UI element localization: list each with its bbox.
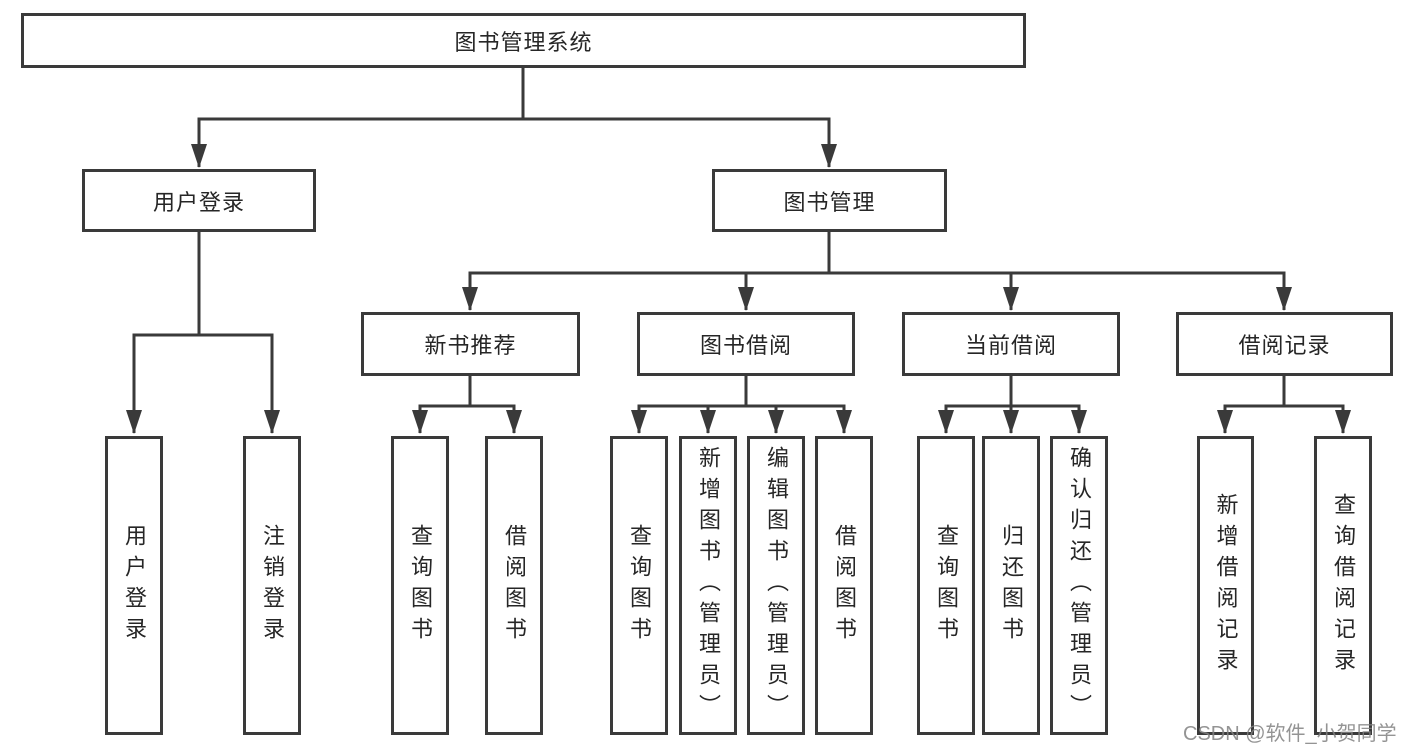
leaf-records-query-record: 查询借阅记录 [1314, 436, 1372, 735]
leaf-user-login: 用户登录 [105, 436, 163, 735]
connector-records-to-leaves [1217, 375, 1351, 434]
connector-user-login-to-leaves [126, 231, 280, 434]
node-root: 图书管理系统 [21, 13, 1026, 68]
leaf-user-login-label: 用户登录 [122, 523, 147, 648]
leaf-current-query-books: 查询图书 [917, 436, 975, 735]
node-borrow-records-label: 借阅记录 [1238, 333, 1331, 358]
node-user-login: 用户登录 [82, 169, 316, 232]
connector-current-to-leaves [938, 375, 1087, 434]
leaf-current-confirm-return-admin-label: 确认归还（管理员） [1067, 446, 1092, 725]
node-root-label: 图书管理系统 [454, 29, 593, 55]
leaf-logout: 注销登录 [243, 436, 301, 735]
leaf-recommend-borrow-books: 借阅图书 [485, 436, 543, 735]
node-new-book-recommend: 新书推荐 [361, 312, 580, 376]
node-current-borrow: 当前借阅 [902, 312, 1120, 376]
leaf-borrow-borrow-books: 借阅图书 [815, 436, 873, 735]
leaf-current-confirm-return-admin: 确认归还（管理员） [1050, 436, 1108, 735]
connector-recommend-to-leaves [412, 375, 522, 434]
leaf-current-return-books-label: 归还图书 [999, 523, 1024, 648]
leaf-recommend-query-books: 查询图书 [391, 436, 449, 735]
node-book-borrow: 图书借阅 [637, 312, 855, 376]
leaf-records-query-record-label: 查询借阅记录 [1331, 492, 1356, 679]
leaf-recommend-borrow-books-label: 借阅图书 [502, 523, 527, 648]
node-current-borrow-label: 当前借阅 [964, 333, 1057, 358]
leaf-current-return-books: 归还图书 [982, 436, 1040, 735]
leaf-current-query-books-label: 查询图书 [934, 523, 959, 648]
node-book-management-label: 图书管理 [783, 189, 876, 215]
leaf-borrow-borrow-books-label: 借阅图书 [832, 523, 857, 648]
leaf-logout-label: 注销登录 [260, 523, 285, 648]
node-book-borrow-label: 图书借阅 [699, 333, 792, 358]
leaf-borrow-query-books-label: 查询图书 [627, 523, 652, 648]
leaf-recommend-query-books-label: 查询图书 [408, 523, 433, 648]
node-user-login-label: 用户登录 [152, 189, 245, 215]
leaf-borrow-query-books: 查询图书 [610, 436, 668, 735]
node-book-management: 图书管理 [712, 169, 947, 232]
leaf-records-add-record: 新增借阅记录 [1197, 436, 1254, 735]
node-borrow-records: 借阅记录 [1176, 312, 1393, 376]
leaf-records-add-record-label: 新增借阅记录 [1213, 492, 1239, 679]
leaf-borrow-add-books-admin-label: 新增图书（管理员） [696, 446, 721, 725]
leaf-borrow-add-books-admin: 新增图书（管理员） [679, 436, 737, 735]
connector-book-management-to-level3 [462, 231, 1292, 311]
leaf-borrow-edit-books-admin: 编辑图书（管理员） [747, 436, 805, 735]
connector-borrow-to-leaves [631, 375, 852, 434]
csdn-watermark: CSDN @软件_小贺同学 [1183, 723, 1397, 745]
leaf-borrow-edit-books-admin-label: 编辑图书（管理员） [764, 446, 789, 725]
node-new-book-recommend-label: 新书推荐 [424, 333, 517, 358]
connector-root-to-level2 [191, 66, 837, 168]
